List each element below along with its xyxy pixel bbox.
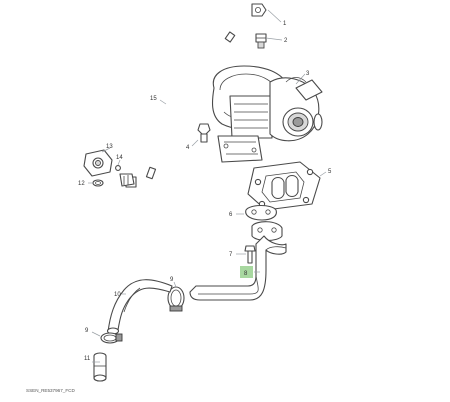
callout-11[interactable]: 11: [84, 356, 91, 362]
highlight-box: [240, 266, 253, 278]
oil-inlet-fitting-block[interactable]: [83, 149, 113, 177]
callout-12[interactable]: 12: [78, 181, 85, 187]
bolt-4[interactable]: [197, 123, 211, 143]
leader-lines: [88, 9, 327, 363]
callout-13[interactable]: 13: [106, 144, 113, 150]
turbocharger[interactable]: [211, 65, 323, 163]
callout-8[interactable]: 8: [244, 271, 248, 277]
callout-15[interactable]: 15: [150, 96, 157, 102]
adapter-fitting[interactable]: [255, 33, 267, 49]
connector-fitting[interactable]: [119, 173, 135, 187]
drain-flange[interactable]: [251, 221, 283, 242]
drain-gasket[interactable]: [245, 204, 277, 221]
turbo-flange-gasket[interactable]: [247, 161, 321, 211]
tube-connector[interactable]: [93, 352, 107, 382]
callout-7[interactable]: 7: [229, 252, 233, 258]
callout-5[interactable]: 5: [328, 169, 332, 175]
oil-drain-tube[interactable]: [189, 235, 287, 301]
callout-14[interactable]: 14: [116, 155, 123, 161]
bolt-7[interactable]: [244, 245, 256, 264]
oil-drain-hose[interactable]: [106, 279, 173, 335]
callout-9-lower[interactable]: 9: [85, 328, 89, 334]
oil-line-elbow-fitting[interactable]: [251, 3, 267, 17]
o-ring-12[interactable]: [92, 179, 104, 187]
callout-10[interactable]: 10: [114, 292, 121, 298]
callout-3[interactable]: 3: [306, 71, 310, 77]
hose-clamp-lower[interactable]: [100, 332, 123, 344]
callout-2[interactable]: 2: [284, 38, 288, 44]
callout-6[interactable]: 6: [229, 212, 233, 218]
callout-1[interactable]: 1: [283, 21, 287, 27]
sealing-washer-14[interactable]: [115, 165, 121, 171]
callout-9-upper[interactable]: 9: [170, 277, 174, 283]
oil-supply-line[interactable]: [125, 8, 257, 188]
callout-4[interactable]: 4: [186, 145, 190, 151]
drawing-code: SSEN_RE537967_FCD: [26, 388, 75, 393]
hose-clamp-upper[interactable]: [167, 286, 185, 312]
